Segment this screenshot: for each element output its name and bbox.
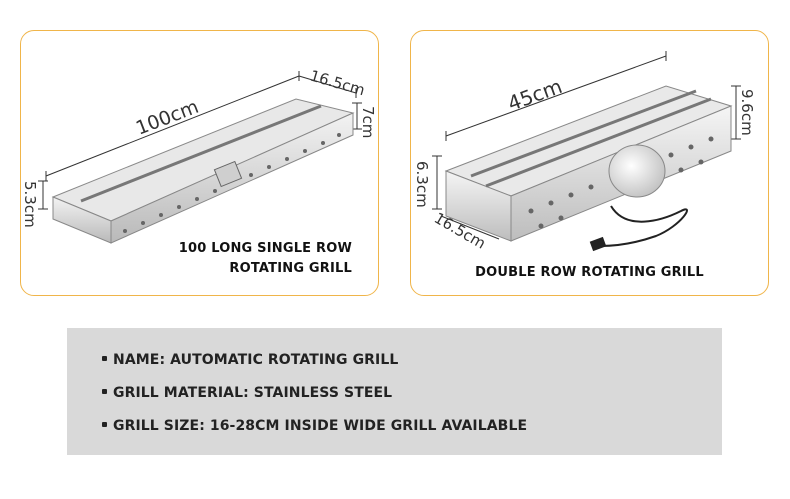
caption-line-1: 100 LONG SINGLE ROW	[178, 241, 352, 256]
spec-size: GRILL SIZE: 16-28CM INSIDE WIDE GRILL AV…	[113, 418, 528, 434]
double-row-grill	[444, 85, 733, 252]
single-row-grill-panel: 100cm 16.5cm 7cm 5.3cm 100 LONG SINGLE R…	[20, 30, 379, 296]
dimension-lines	[432, 51, 741, 240]
double-row-grill-panel: 45cm 9.6cm 6.3cm 16.5cm DOUBLE ROW ROTAT…	[410, 30, 769, 296]
single-row-caption: 100 LONG SINGLE ROW ROTATING GRILL	[132, 239, 352, 279]
bullet-icon	[102, 355, 107, 361]
dim-length: 100cm	[133, 96, 202, 140]
spec-material: GRILL MATERIAL: STAINLESS STEEL	[113, 385, 393, 401]
double-row-grill-illustration: 45cm 9.6cm 6.3cm 16.5cm	[413, 51, 756, 253]
dim-depth: 16.5cm	[308, 67, 367, 100]
single-row-grill	[51, 98, 355, 244]
caption-line-2: ROTATING GRILL	[229, 261, 352, 276]
spec-size-item: GRILL SIZE: 16-28CM INSIDE WIDE GRILL AV…	[102, 418, 527, 434]
dim-height-left: 6.3cm	[413, 161, 431, 208]
dim-height-right: 7cm	[359, 106, 377, 138]
spec-material-item: GRILL MATERIAL: STAINLESS STEEL	[102, 385, 392, 401]
dim-length: 45cm	[505, 74, 566, 116]
spec-name-item: NAME: AUTOMATIC ROTATING GRILL	[102, 352, 398, 368]
single-row-grill-illustration: 100cm 16.5cm 7cm 5.3cm	[21, 67, 377, 244]
double-row-caption: DOUBLE ROW ROTATING GRILL	[475, 265, 704, 280]
bullet-icon	[102, 388, 107, 394]
spec-box: NAME: AUTOMATIC ROTATING GRILL GRILL MAT…	[67, 328, 722, 455]
dimension-lines	[38, 71, 362, 210]
dim-height-right: 9.6cm	[738, 89, 756, 136]
bullet-icon	[102, 421, 107, 427]
dim-height-left: 5.3cm	[21, 181, 39, 228]
spec-name: NAME: AUTOMATIC ROTATING GRILL	[113, 352, 399, 368]
